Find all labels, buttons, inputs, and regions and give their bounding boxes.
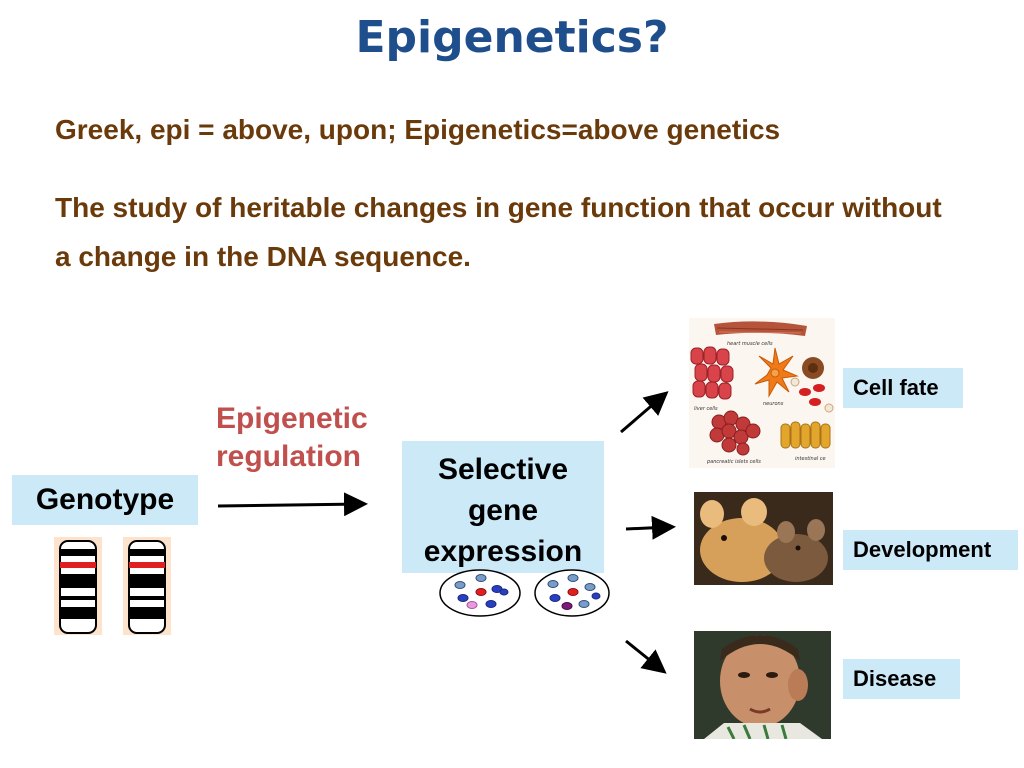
development-box: Development: [843, 530, 1018, 570]
disease-patient-photo: [694, 631, 831, 739]
arrow-to-cell-fate: [620, 391, 669, 434]
cell-fate-box: Cell fate: [843, 368, 963, 408]
mice-illustration: [694, 492, 833, 585]
blood-cells: [790, 357, 834, 413]
cell-dish-right: [534, 569, 610, 617]
chromosome-right: [123, 537, 171, 635]
chromosome-left: [54, 537, 102, 635]
arrow-to-development: [625, 515, 676, 540]
brown-mouse: [764, 534, 828, 582]
liver-cells-label: liver cells: [694, 406, 718, 412]
intestinal-cells-label: intestinal ce: [795, 456, 826, 462]
heart-cells-label: heart muscle cells: [727, 341, 773, 347]
cell-types-image: heart muscle cells liver cells neurons: [689, 318, 835, 468]
disease-box: Disease: [843, 659, 960, 699]
neurons-label: neurons: [763, 401, 784, 407]
slide-title: Epigenetics?: [355, 12, 669, 63]
neuron-cell: [754, 347, 799, 398]
intestinal-cells: [780, 421, 831, 449]
definition-greek: Greek, epi = above, upon; Epigenetics=ab…: [55, 114, 781, 145]
patient-illustration: [694, 631, 831, 739]
definition-study: The study of heritable changes in gene f…: [55, 192, 942, 272]
yellow-mouse: [700, 518, 784, 582]
cell-types-illustration: heart muscle cells liver cells neurons: [690, 321, 834, 465]
liver-cells: [690, 346, 734, 400]
pancreatic-cells-label: pancreatic islets cells: [706, 459, 761, 465]
heart-muscle-cells: [714, 321, 807, 336]
genotype-to-expression-arrow: [217, 492, 368, 517]
pancreatic-islet-cells: [709, 410, 761, 456]
genotype-box: Genotype: [12, 475, 198, 525]
face: [720, 635, 800, 727]
epigenetic-regulation-label: Epigenetic regulation: [216, 402, 368, 473]
cell-dish-left: [439, 569, 521, 617]
mice-photo: [694, 492, 833, 585]
arrow-to-disease: [625, 639, 667, 674]
selective-gene-expression-box: Selective gene expression: [402, 441, 604, 573]
